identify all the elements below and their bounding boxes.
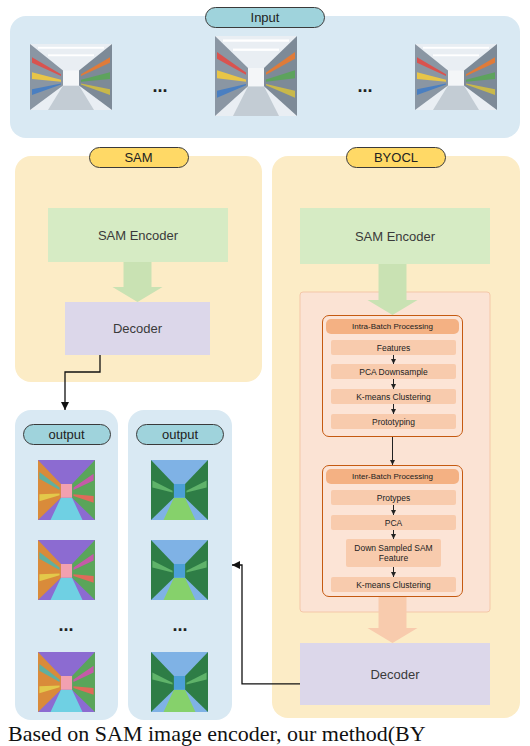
- step-box: PCA Downsample: [331, 364, 456, 379]
- step-box: K-means Clustering: [331, 577, 456, 592]
- output-image: [151, 652, 208, 712]
- box-label: SAM Encoder: [98, 228, 178, 243]
- step-box: Down Sampled SAM Feature: [346, 539, 441, 567]
- panel-title: Input: [205, 7, 325, 28]
- panel-title: output: [23, 424, 111, 445]
- step-box: Protypes: [331, 490, 456, 505]
- step-box: K-means Clustering: [331, 389, 456, 404]
- step-box: Prototyping: [331, 414, 456, 429]
- input-image: [215, 36, 297, 116]
- connector: [390, 437, 395, 465]
- box-label: Protypes: [377, 493, 411, 503]
- input-image: [415, 44, 497, 110]
- decoder-box: Decoder: [65, 302, 210, 355]
- box-label: Decoder: [113, 321, 162, 336]
- connector-line: [392, 437, 393, 465]
- decoder-box: Decoder: [300, 643, 490, 705]
- processing-region: [300, 292, 490, 612]
- box-label: Down Sampled SAM Feature: [346, 543, 441, 563]
- output-image: [151, 460, 208, 520]
- figure-caption: Based on SAM image encoder, our method(B…: [8, 721, 426, 746]
- box-label: PCA Downsample: [359, 367, 428, 377]
- group-heading: Intra-Batch Processing: [326, 319, 459, 334]
- box-label: K-means Clustering: [356, 392, 431, 402]
- step-box: Features: [331, 340, 456, 355]
- output-image: [38, 460, 95, 520]
- arrow-head: [61, 402, 69, 410]
- panel-title: BYOCL: [346, 147, 446, 168]
- ellipsis-label: ...: [357, 76, 372, 97]
- ellipsis-label: ...: [172, 615, 187, 636]
- box-label: K-means Clustering: [356, 580, 431, 590]
- ellipsis-label: ...: [58, 615, 73, 636]
- panel-title: output: [136, 424, 224, 445]
- output-image: [151, 540, 208, 600]
- panel-title: SAM: [89, 147, 189, 168]
- group-heading: Inter-Batch Processing: [326, 469, 459, 484]
- step-box: PCA: [331, 515, 456, 530]
- arrow-head: [232, 561, 240, 569]
- method-panel: SAMSAM EncoderDecoder: [15, 156, 262, 382]
- box-label: SAM Encoder: [355, 229, 435, 244]
- ellipsis-label: ...: [152, 76, 167, 97]
- output-image: [38, 652, 95, 712]
- processing-group: Intra-Batch ProcessingFeaturesPCA Downsa…: [322, 315, 463, 437]
- box-label: PCA: [385, 518, 402, 528]
- input-image: [30, 44, 112, 110]
- output-image: [38, 540, 95, 600]
- encoder-box: SAM Encoder: [300, 208, 490, 264]
- processing-group: Inter-Batch ProcessingProtypesPCA Down Sa…: [322, 465, 463, 597]
- encoder-box: SAM Encoder: [48, 208, 228, 262]
- box-label: Prototyping: [372, 417, 415, 427]
- box-label: Features: [377, 343, 411, 353]
- box-label: Decoder: [370, 667, 419, 682]
